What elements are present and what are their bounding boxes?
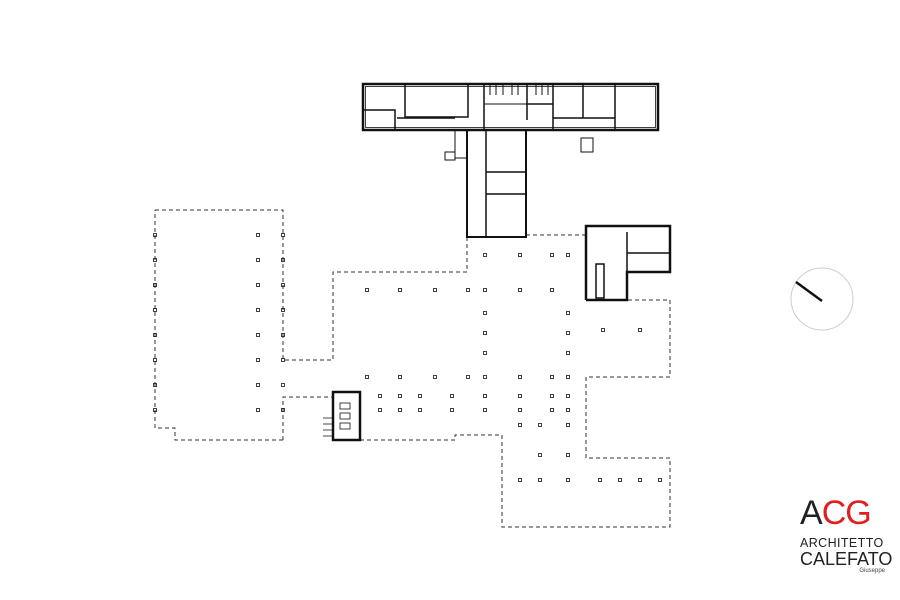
column xyxy=(256,383,260,387)
column xyxy=(153,408,157,412)
architect-logo: ACG ARCHITETTO CALEFATO Giuseppe xyxy=(800,496,895,574)
column xyxy=(378,408,382,412)
column xyxy=(566,394,570,398)
north-arrow-icon xyxy=(790,267,854,331)
structural-columns xyxy=(153,233,662,482)
column xyxy=(550,288,554,292)
column xyxy=(538,423,542,427)
column xyxy=(256,358,260,362)
column xyxy=(566,375,570,379)
column xyxy=(538,478,542,482)
column xyxy=(153,283,157,287)
column xyxy=(256,283,260,287)
column xyxy=(566,423,570,427)
column xyxy=(483,331,487,335)
column xyxy=(518,375,522,379)
column xyxy=(566,453,570,457)
column xyxy=(450,394,454,398)
column xyxy=(566,351,570,355)
column xyxy=(566,331,570,335)
column xyxy=(398,408,402,412)
column xyxy=(418,394,422,398)
column xyxy=(450,408,454,412)
column xyxy=(566,311,570,315)
logo-firstname: Giuseppe xyxy=(859,568,885,574)
column xyxy=(538,453,542,457)
column xyxy=(153,258,157,262)
column xyxy=(518,478,522,482)
logo-mark-cg: CG xyxy=(821,494,872,532)
dashed-outline xyxy=(154,209,671,528)
column xyxy=(518,408,522,412)
column xyxy=(433,288,437,292)
column xyxy=(153,308,157,312)
logo-mark-a: A xyxy=(800,494,823,532)
column xyxy=(618,478,622,482)
column xyxy=(518,253,522,257)
column xyxy=(281,333,285,337)
column xyxy=(153,233,157,237)
column xyxy=(398,288,402,292)
column xyxy=(483,288,487,292)
column xyxy=(256,308,260,312)
column xyxy=(598,478,602,482)
column xyxy=(483,351,487,355)
column xyxy=(550,253,554,257)
column xyxy=(518,394,522,398)
column xyxy=(518,423,522,427)
column xyxy=(365,288,369,292)
column xyxy=(466,288,470,292)
column xyxy=(256,258,260,262)
column xyxy=(365,375,369,379)
column xyxy=(483,311,487,315)
column xyxy=(281,308,285,312)
column xyxy=(398,375,402,379)
column xyxy=(256,233,260,237)
column xyxy=(483,408,487,412)
column xyxy=(281,233,285,237)
logo-title: ARCHITETTO xyxy=(800,536,884,550)
column xyxy=(518,288,522,292)
logo-mark: ACG xyxy=(800,496,895,530)
column xyxy=(433,375,437,379)
column xyxy=(398,394,402,398)
column xyxy=(566,253,570,257)
logo-surname: CALEFATO xyxy=(800,549,893,569)
column xyxy=(658,478,662,482)
column xyxy=(550,375,554,379)
column xyxy=(483,375,487,379)
column xyxy=(281,258,285,262)
column xyxy=(566,478,570,482)
column xyxy=(550,394,554,398)
column xyxy=(281,283,285,287)
column xyxy=(378,394,382,398)
column xyxy=(153,383,157,387)
column xyxy=(483,253,487,257)
main-building xyxy=(361,82,660,238)
column xyxy=(566,408,570,412)
column xyxy=(638,328,642,332)
stair-core xyxy=(323,390,362,442)
column xyxy=(153,333,157,337)
east-wing xyxy=(584,224,672,302)
column xyxy=(638,478,642,482)
column xyxy=(281,358,285,362)
column xyxy=(281,408,285,412)
column xyxy=(281,383,285,387)
column xyxy=(418,408,422,412)
column xyxy=(601,328,605,332)
column xyxy=(466,375,470,379)
column xyxy=(483,394,487,398)
column xyxy=(550,408,554,412)
column xyxy=(153,358,157,362)
column xyxy=(256,408,260,412)
column xyxy=(256,333,260,337)
